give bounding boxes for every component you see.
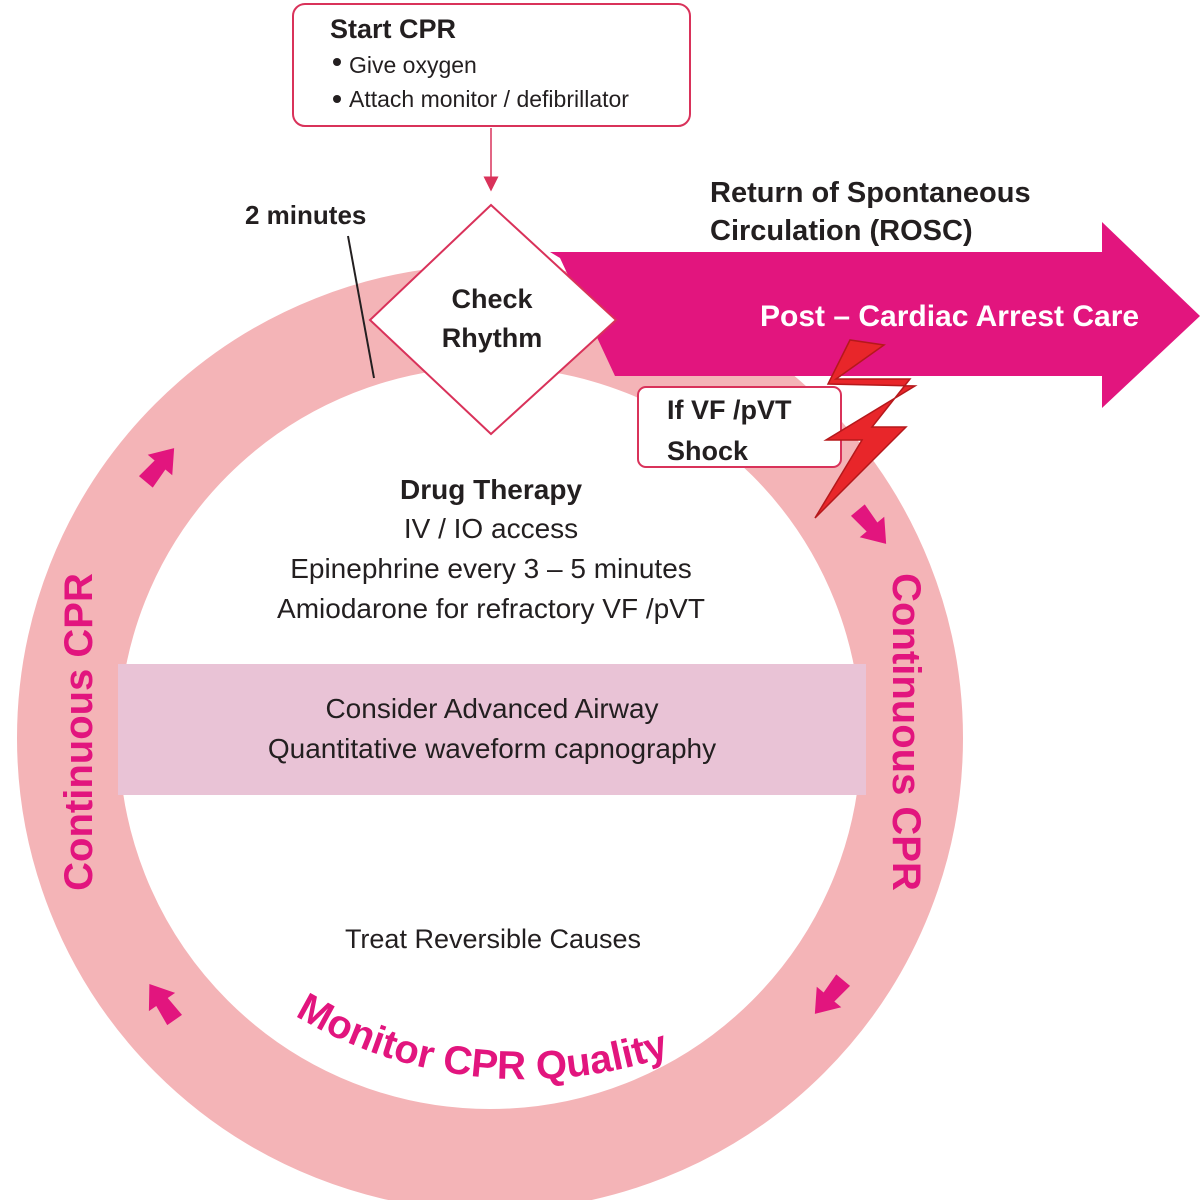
check-rhythm-line1: Check (451, 284, 533, 314)
bullet-icon (333, 58, 341, 66)
ring-direction-arrow-lower-left (148, 983, 182, 1026)
shock-line1: If VF /pVT (667, 395, 792, 425)
check-rhythm-diamond (368, 203, 618, 436)
bullet-icon (333, 95, 341, 103)
start-cpr-item-monitor: Attach monitor / defibrillator (349, 86, 629, 112)
lightning-bolt-icon (814, 339, 918, 519)
drug-therapy-amiodarone: Amiodarone for refractory VF /pVT (277, 593, 705, 624)
rosc-title-line1: Return of Spontaneous (710, 177, 1031, 209)
rosc-title-line2: Circulation (ROSC) (710, 215, 973, 247)
ring-direction-arrow-upper-left (138, 448, 175, 488)
rosc-arrow (550, 222, 1200, 408)
ring-label-bottom-monitor-cpr-quality: Monitor CPR Quality (290, 985, 673, 1088)
ring-direction-arrow-upper-right (850, 504, 887, 544)
ring-label-right-continuous-cpr: Continuous CPR (884, 573, 928, 891)
ring-direction-arrow-lower-right (814, 974, 851, 1014)
airway-line1: Consider Advanced Airway (325, 693, 658, 724)
treat-reversible-causes: Treat Reversible Causes (345, 924, 641, 954)
drug-therapy-title: Drug Therapy (400, 474, 582, 505)
two-minutes-leader-line (347, 235, 375, 379)
shock-line2: Shock (667, 436, 749, 466)
drug-therapy-epinephrine: Epinephrine every 3 – 5 minutes (290, 553, 692, 584)
two-minutes-label: 2 minutes (245, 200, 366, 230)
ring-label-left-continuous-cpr: Continuous CPR (57, 573, 101, 891)
start-cpr-item-oxygen: Give oxygen (349, 52, 477, 78)
start-cpr-box (292, 3, 691, 127)
drug-therapy-iv-io: IV / IO access (404, 513, 578, 544)
airway-band (118, 664, 866, 795)
start-cpr-title: Start CPR (330, 14, 456, 44)
airway-line2: Quantitative waveform capnography (268, 733, 716, 764)
shock-box (637, 386, 842, 468)
post-cardiac-arrest-care-label: Post – Cardiac Arrest Care (760, 300, 1139, 333)
check-rhythm-line2: Rhythm (442, 323, 543, 353)
